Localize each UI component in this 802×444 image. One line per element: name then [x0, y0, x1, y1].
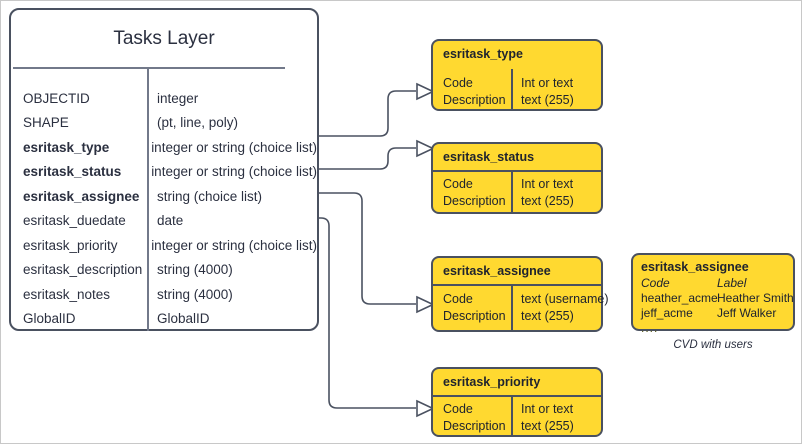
entity-field-row: esritask_notes string (4000) — [11, 282, 317, 307]
domain-right-line: text (255) — [521, 93, 574, 107]
cvd-value-label: Heather Smith — [717, 291, 794, 305]
entity-field-name: GlobalID — [23, 311, 76, 327]
entity-field-name: SHAPE — [23, 115, 69, 131]
entity-field-name: esritask_priority — [23, 237, 118, 253]
cvd-header-code: Code — [641, 276, 670, 290]
entity-column-divider — [147, 67, 149, 331]
domain-left-line: Description — [443, 194, 506, 208]
domain-box-esritask-assignee[interactable]: esritask_assignee Code Description text … — [431, 256, 609, 332]
entity-field-type: integer or string (choice list) — [151, 237, 317, 253]
entity-field-row: esritask_status integer or string (choice… — [11, 160, 317, 185]
entity-field-type: GlobalID — [157, 311, 210, 327]
connector-status — [319, 147, 416, 170]
domain-box-esritask-type[interactable]: esritask_type Code Description Int or te… — [431, 39, 603, 111]
cvd-header-label: Label — [717, 276, 747, 290]
domain-title-divider — [433, 284, 601, 286]
cvd-caption: CVD with users — [673, 339, 753, 351]
entity-field-row: esritask_duedate date — [11, 209, 317, 234]
domain-title: esritask_type — [443, 47, 523, 61]
entity-field-row: esritask_priority integer or string (choi… — [11, 233, 317, 258]
entity-field-name: esritask_description — [23, 262, 143, 278]
cvd-value-code: heather_acme — [641, 291, 718, 305]
domain-right-line: Int or text — [521, 76, 574, 90]
entity-field-row: GlobalID GlobalID — [11, 307, 317, 332]
entity-field-row: SHAPE (pt, line, poly) — [11, 111, 317, 136]
entity-field-type: integer or string (choice list) — [151, 139, 317, 155]
domain-right-line: text (255) — [521, 194, 574, 208]
domain-left-line: Description — [443, 309, 506, 323]
domain-right-line: text (username) — [521, 292, 609, 306]
domain-right-line: text (255) — [521, 309, 574, 323]
domain-title-divider — [433, 395, 601, 397]
domain-column-divider — [511, 69, 513, 111]
domain-left-line: Code — [443, 177, 473, 191]
domain-right-line: text (255) — [521, 419, 574, 433]
connector-type — [319, 90, 416, 137]
entity-title: Tasks Layer — [113, 27, 215, 49]
domain-column-divider — [511, 395, 513, 437]
entity-field-type: integer — [157, 90, 199, 106]
entity-title-divider — [13, 67, 285, 69]
cvd-title: esritask_assignee — [641, 260, 749, 274]
entity-field-name: esritask_type — [23, 139, 110, 155]
domain-box-esritask-status[interactable]: esritask_status Code Description Int or … — [431, 142, 603, 214]
domain-title-divider — [433, 170, 601, 172]
entity-field-row: esritask_description string (4000) — [11, 258, 317, 283]
domain-rows: Code Description text (username) text (2… — [443, 291, 609, 325]
domain-rows: Code Description Int or text text (255) — [443, 176, 574, 210]
domain-rows: Code Description Int or text text (255) — [443, 401, 574, 435]
domain-column-divider — [511, 170, 513, 214]
domain-left-line: Description — [443, 93, 506, 107]
connector-priority — [319, 217, 416, 409]
domain-title: esritask_priority — [443, 375, 541, 389]
domain-left-line: Code — [443, 292, 473, 306]
domain-column-divider — [511, 284, 513, 332]
cvd-header-row: Code Label — [641, 276, 794, 291]
cvd-value-label: Jeff Walker — [717, 306, 777, 320]
entity-field-name: OBJECTID — [23, 90, 90, 106]
entity-field-type: string (4000) — [157, 262, 233, 278]
entity-field-name: esritask_status — [23, 164, 122, 180]
entity-field-row: esritask_assignee string (choice list) — [11, 184, 317, 209]
domain-rows: Code Description Int or text text (255) — [443, 75, 574, 109]
cvd-ellipsis-row: .... — [641, 321, 659, 335]
entity-field-type: string (choice list) — [157, 188, 263, 204]
connector-assignee — [319, 192, 416, 305]
domain-right-line: Int or text — [521, 402, 574, 416]
cvd-value-code: jeff_acme — [641, 306, 693, 320]
entity-field-type: string (4000) — [157, 286, 233, 302]
domain-left-line: Description — [443, 419, 506, 433]
domain-right-line: Int or text — [521, 177, 574, 191]
domain-left-line: Code — [443, 76, 473, 90]
entity-field-row: esritask_type integer or string (choice l… — [11, 135, 317, 160]
entity-field-name: esritask_assignee — [23, 188, 140, 204]
domain-title: esritask_status — [443, 150, 535, 164]
entity-field-type: (pt, line, poly) — [157, 115, 239, 131]
domain-left-line: Code — [443, 402, 473, 416]
entity-field-type: date — [157, 213, 184, 229]
entity-field-name: esritask_duedate — [23, 213, 126, 229]
domain-box-esritask-priority[interactable]: esritask_priority Code Description Int o… — [431, 367, 603, 437]
entity-field-row: OBJECTID integer — [11, 86, 317, 111]
domain-title: esritask_assignee — [443, 264, 551, 278]
entity-field-name: esritask_notes — [23, 286, 111, 302]
cvd-value-row: jeff_acme Jeff Walker — [641, 306, 794, 321]
entity-field-type: integer or string (choice list) — [151, 164, 317, 180]
